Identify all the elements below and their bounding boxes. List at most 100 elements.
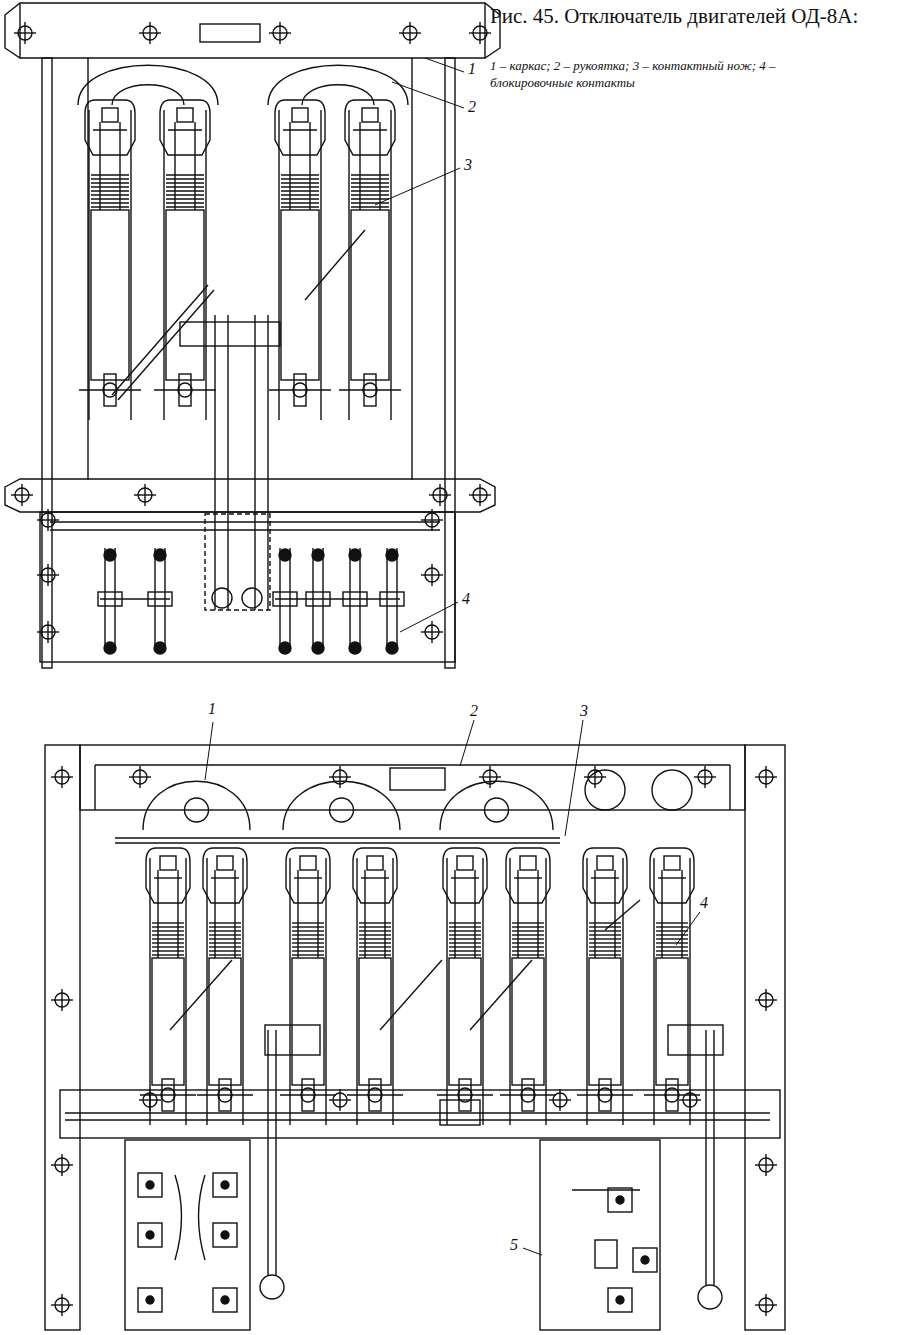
contact-finger [351, 182, 389, 183]
contact-finger [209, 922, 241, 923]
handle [112, 85, 184, 105]
handle [268, 65, 408, 105]
contact-head [279, 642, 291, 654]
hinge-bar [644, 1094, 700, 1095]
contact-finger [281, 174, 319, 175]
knife-blade [384, 870, 385, 958]
knife-blade [119, 122, 120, 210]
handle-eye [330, 798, 354, 822]
frame-rail [411, 58, 412, 480]
contact-finger [166, 202, 204, 203]
contact-finger [281, 190, 319, 191]
center-mark [489, 766, 490, 788]
jaw-clip [367, 856, 383, 870]
contact-head [312, 549, 324, 561]
contact-finger [589, 922, 621, 923]
jaw-clip [362, 108, 378, 122]
callout-number: 3 [462, 156, 474, 174]
contact-finger [281, 206, 319, 207]
contact-finger [656, 950, 688, 951]
contact-finger [359, 950, 391, 951]
center-mark [149, 22, 150, 44]
contact-finger [512, 922, 544, 923]
contact-finger [359, 922, 391, 923]
jaw-clip [292, 108, 308, 122]
contact-finger [512, 950, 544, 951]
contact-finger [166, 186, 204, 187]
drive-plate [608, 1188, 632, 1212]
knife-blade [359, 122, 360, 210]
drive-box [205, 514, 270, 610]
center-mark [765, 989, 766, 1011]
knife-jaw [650, 848, 694, 903]
contact-finger [589, 950, 621, 951]
center-mark [479, 484, 480, 506]
center-mark [409, 22, 410, 44]
contact-block [40, 512, 455, 662]
drawing-line [95, 764, 730, 765]
knife-rail [348, 110, 349, 420]
contact-finger [91, 206, 129, 207]
pin [221, 1231, 229, 1239]
vertical-rod [705, 1030, 706, 1285]
contact-finger [152, 934, 184, 935]
center-mark [61, 1294, 62, 1316]
knife-jaw [275, 100, 325, 155]
tie-rod [170, 960, 232, 1030]
contact-finger [449, 946, 481, 947]
blocking-contact [359, 548, 360, 648]
pin [616, 1296, 624, 1304]
knife-blade [594, 870, 595, 958]
hinge-bar [339, 389, 401, 390]
handle-ring [652, 770, 692, 810]
frame-post [745, 745, 785, 1330]
contact-head [349, 642, 361, 654]
handle [440, 781, 553, 830]
insulator [180, 322, 280, 346]
blocking-contact [289, 548, 290, 648]
name-plate [200, 24, 260, 42]
contact-finger [656, 946, 688, 947]
knife-jaw [203, 848, 247, 903]
knife-blade [661, 870, 662, 958]
knife-rail [545, 858, 546, 1125]
contact-finger [209, 926, 241, 927]
contact-finger [152, 942, 184, 943]
drive-rod [214, 315, 215, 610]
hinge-clip [179, 374, 191, 406]
drive-rod [227, 315, 228, 610]
contact-finger [656, 926, 688, 927]
knife-jaw [85, 100, 135, 155]
hinge-clip [162, 1079, 174, 1111]
shaft [50, 529, 440, 530]
jaw-line [168, 129, 202, 130]
contact-finger [512, 930, 544, 931]
contact-head [154, 642, 166, 654]
knife-blade [194, 122, 195, 210]
roller [242, 588, 262, 608]
leader-line [565, 720, 583, 836]
knife-rail [622, 858, 623, 1125]
callout-number: 3 [578, 702, 590, 720]
contact-finger [351, 202, 389, 203]
contact-finger [589, 954, 621, 955]
drive-plate [213, 1173, 237, 1197]
hinge-clip [599, 1079, 611, 1111]
knife-body [656, 958, 688, 1085]
callout-number: 2 [466, 98, 478, 116]
contact-finger [359, 942, 391, 943]
knife-rail [392, 858, 393, 1125]
shaft [65, 1119, 770, 1120]
jaw-line [283, 129, 317, 130]
handle-eye [185, 798, 209, 822]
contact-finger [656, 922, 688, 923]
contact-finger [91, 202, 129, 203]
contact-head [104, 642, 116, 654]
jaw-line [93, 129, 127, 130]
contact-finger [359, 938, 391, 939]
contact-finger [292, 938, 324, 939]
rod-eye [260, 1275, 284, 1299]
knife-rail [185, 858, 186, 1125]
contact-finger [449, 926, 481, 927]
